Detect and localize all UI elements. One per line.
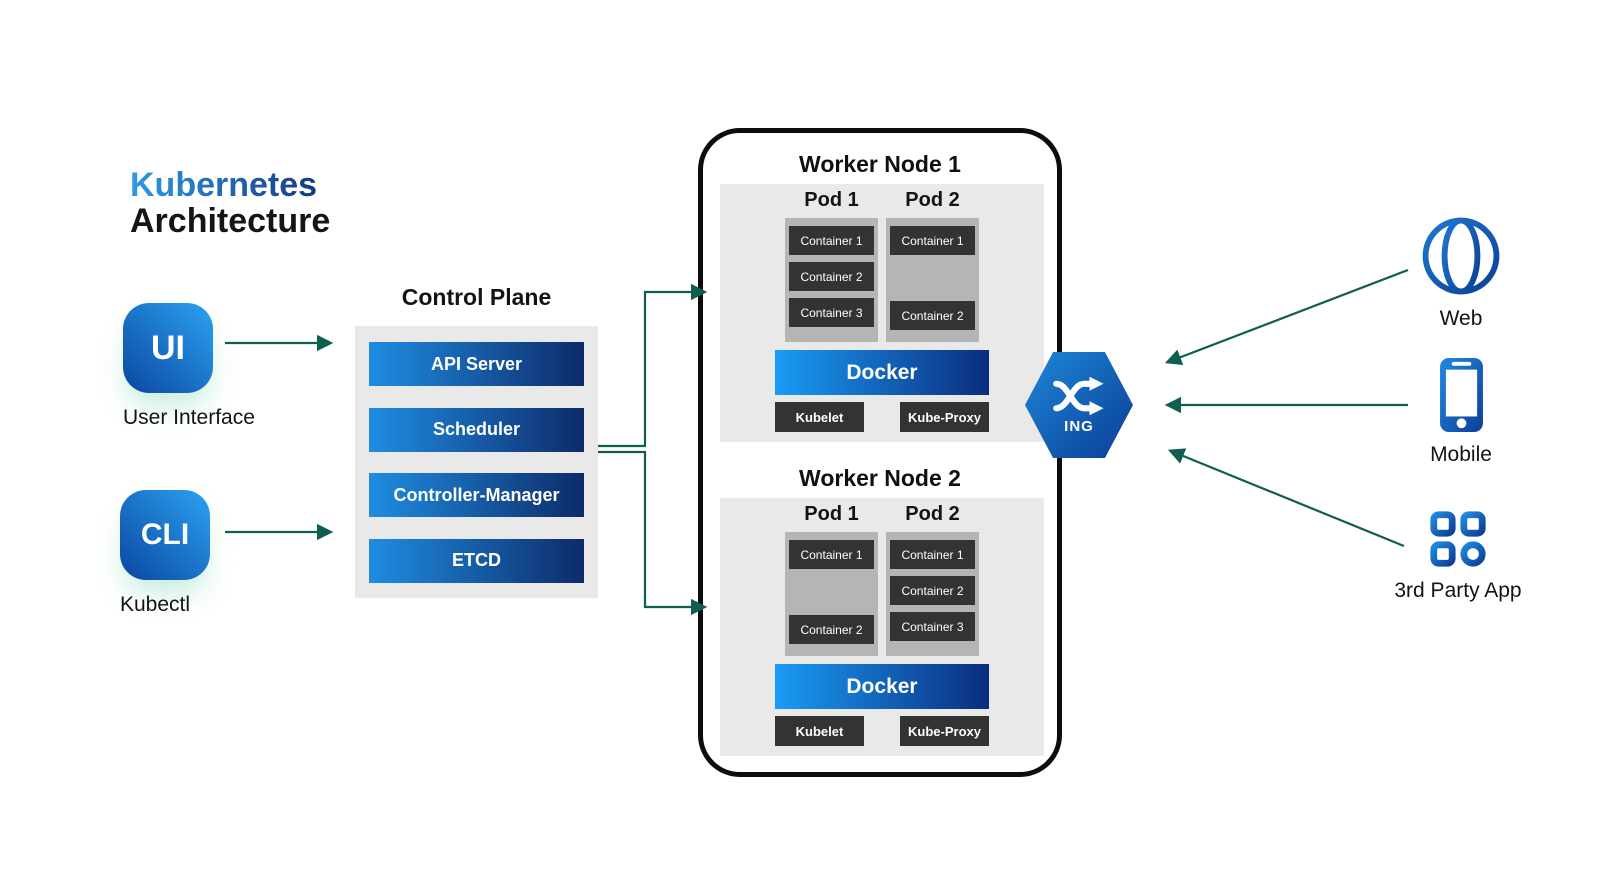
container-box: Container 2 [890,576,975,605]
worker-node-2-title: Worker Node 2 [799,465,961,491]
web-label: Web [1439,307,1483,330]
pod: Container 1 Container 2 Container 3 [785,218,878,342]
mobile-label: Mobile [1430,443,1492,466]
container-box: Container 3 [890,612,975,641]
kube-proxy-box: Kube-Proxy [900,716,989,746]
docker-runtime-bar: Docker [775,350,989,395]
third-party-label: 3rd Party App [1394,579,1522,602]
scheduler-bar: Scheduler [369,407,584,452]
ui-client-label: User Interface [123,406,255,429]
ingress-label: ING [1064,418,1094,435]
pod-label: Pod 1 [804,503,859,525]
pod-labels-row: Pod 1 Pod 2 [785,503,979,526]
worker-node-1-body: Pod 1 Pod 2 Container 1 Container 2 Cont… [720,184,1044,442]
web-client: Web [1416,214,1506,331]
cli-icon-text: CLI [140,518,190,551]
worker-node-2-body: Pod 1 Pod 2 Container 1 Container 2 Cont… [720,498,1044,756]
pod-label: Pod 1 [804,189,859,211]
pod-label: Pod 2 [905,503,960,525]
controller-manager-bar: Controller-Manager [369,473,584,518]
arrow-third-party-to-ingress [1167,448,1405,548]
node-agents-row: Kubelet Kube-Proxy [775,716,989,746]
kubelet-box: Kubelet [775,402,864,432]
pods-row: Container 1 Container 2 Container 3 Cont… [785,218,979,342]
cli-client: CLI Kubectl [120,490,210,617]
pod: Container 1 Container 2 [785,532,878,656]
pod-label: Pod 2 [905,189,960,211]
kubelet-box: Kubelet [775,716,864,746]
etcd-bar: ETCD [369,538,584,583]
shuffle-icon [1053,376,1104,416]
arrow-control-plane-to-worker-node-1 [598,283,708,448]
container-box: Container 1 [890,540,975,569]
pod-labels-row: Pod 1 Pod 2 [785,189,979,212]
node-agents-row: Kubelet Kube-Proxy [775,402,989,432]
pod: Container 1 Container 2 Container 3 [886,532,979,656]
title-line-kubernetes: Kubernetes [130,167,330,203]
pod: Container 1 Container 2 [886,218,979,342]
pods-row: Container 1 Container 2 Container 1 Cont… [785,532,979,656]
container-box: Container 1 [789,540,874,569]
control-plane-title: Control Plane [401,284,552,310]
control-plane-panel: API Server Scheduler Controller-Manager … [355,326,598,598]
arrow-control-plane-to-worker-node-2 [598,450,708,616]
worker-node-1-title: Worker Node 1 [799,151,961,177]
api-server-bar: API Server [369,342,584,386]
ui-icon-text: UI [151,328,185,367]
cli-client-label: Kubectl [120,593,191,616]
ui-icon: UI [123,303,213,393]
container-box: Container 2 [789,262,874,291]
title-line-architecture: Architecture [130,202,331,240]
worker-nodes-container: Worker Node 1 Pod 1 Pod 2 Container 1 Co… [698,128,1062,777]
mobile-client: Mobile [1416,356,1506,467]
third-party-client: 3rd Party App [1378,508,1538,603]
cli-icon: CLI [120,490,210,580]
globe-icon [1422,217,1500,295]
ui-client: UI User Interface [123,303,255,430]
page-title: Kubernetes Architecture [130,167,330,239]
container-box: Container 1 [789,226,874,255]
kube-proxy-box: Kube-Proxy [900,402,989,432]
container-box: Container 2 [789,615,874,644]
container-box: Container 1 [890,226,975,255]
arrow-web-to-ingress [1164,268,1409,365]
phone-icon [1439,357,1483,433]
container-box: Container 3 [789,298,874,327]
docker-runtime-bar: Docker [775,664,989,709]
app-grid-icon [1430,511,1486,567]
container-box: Container 2 [890,301,975,330]
